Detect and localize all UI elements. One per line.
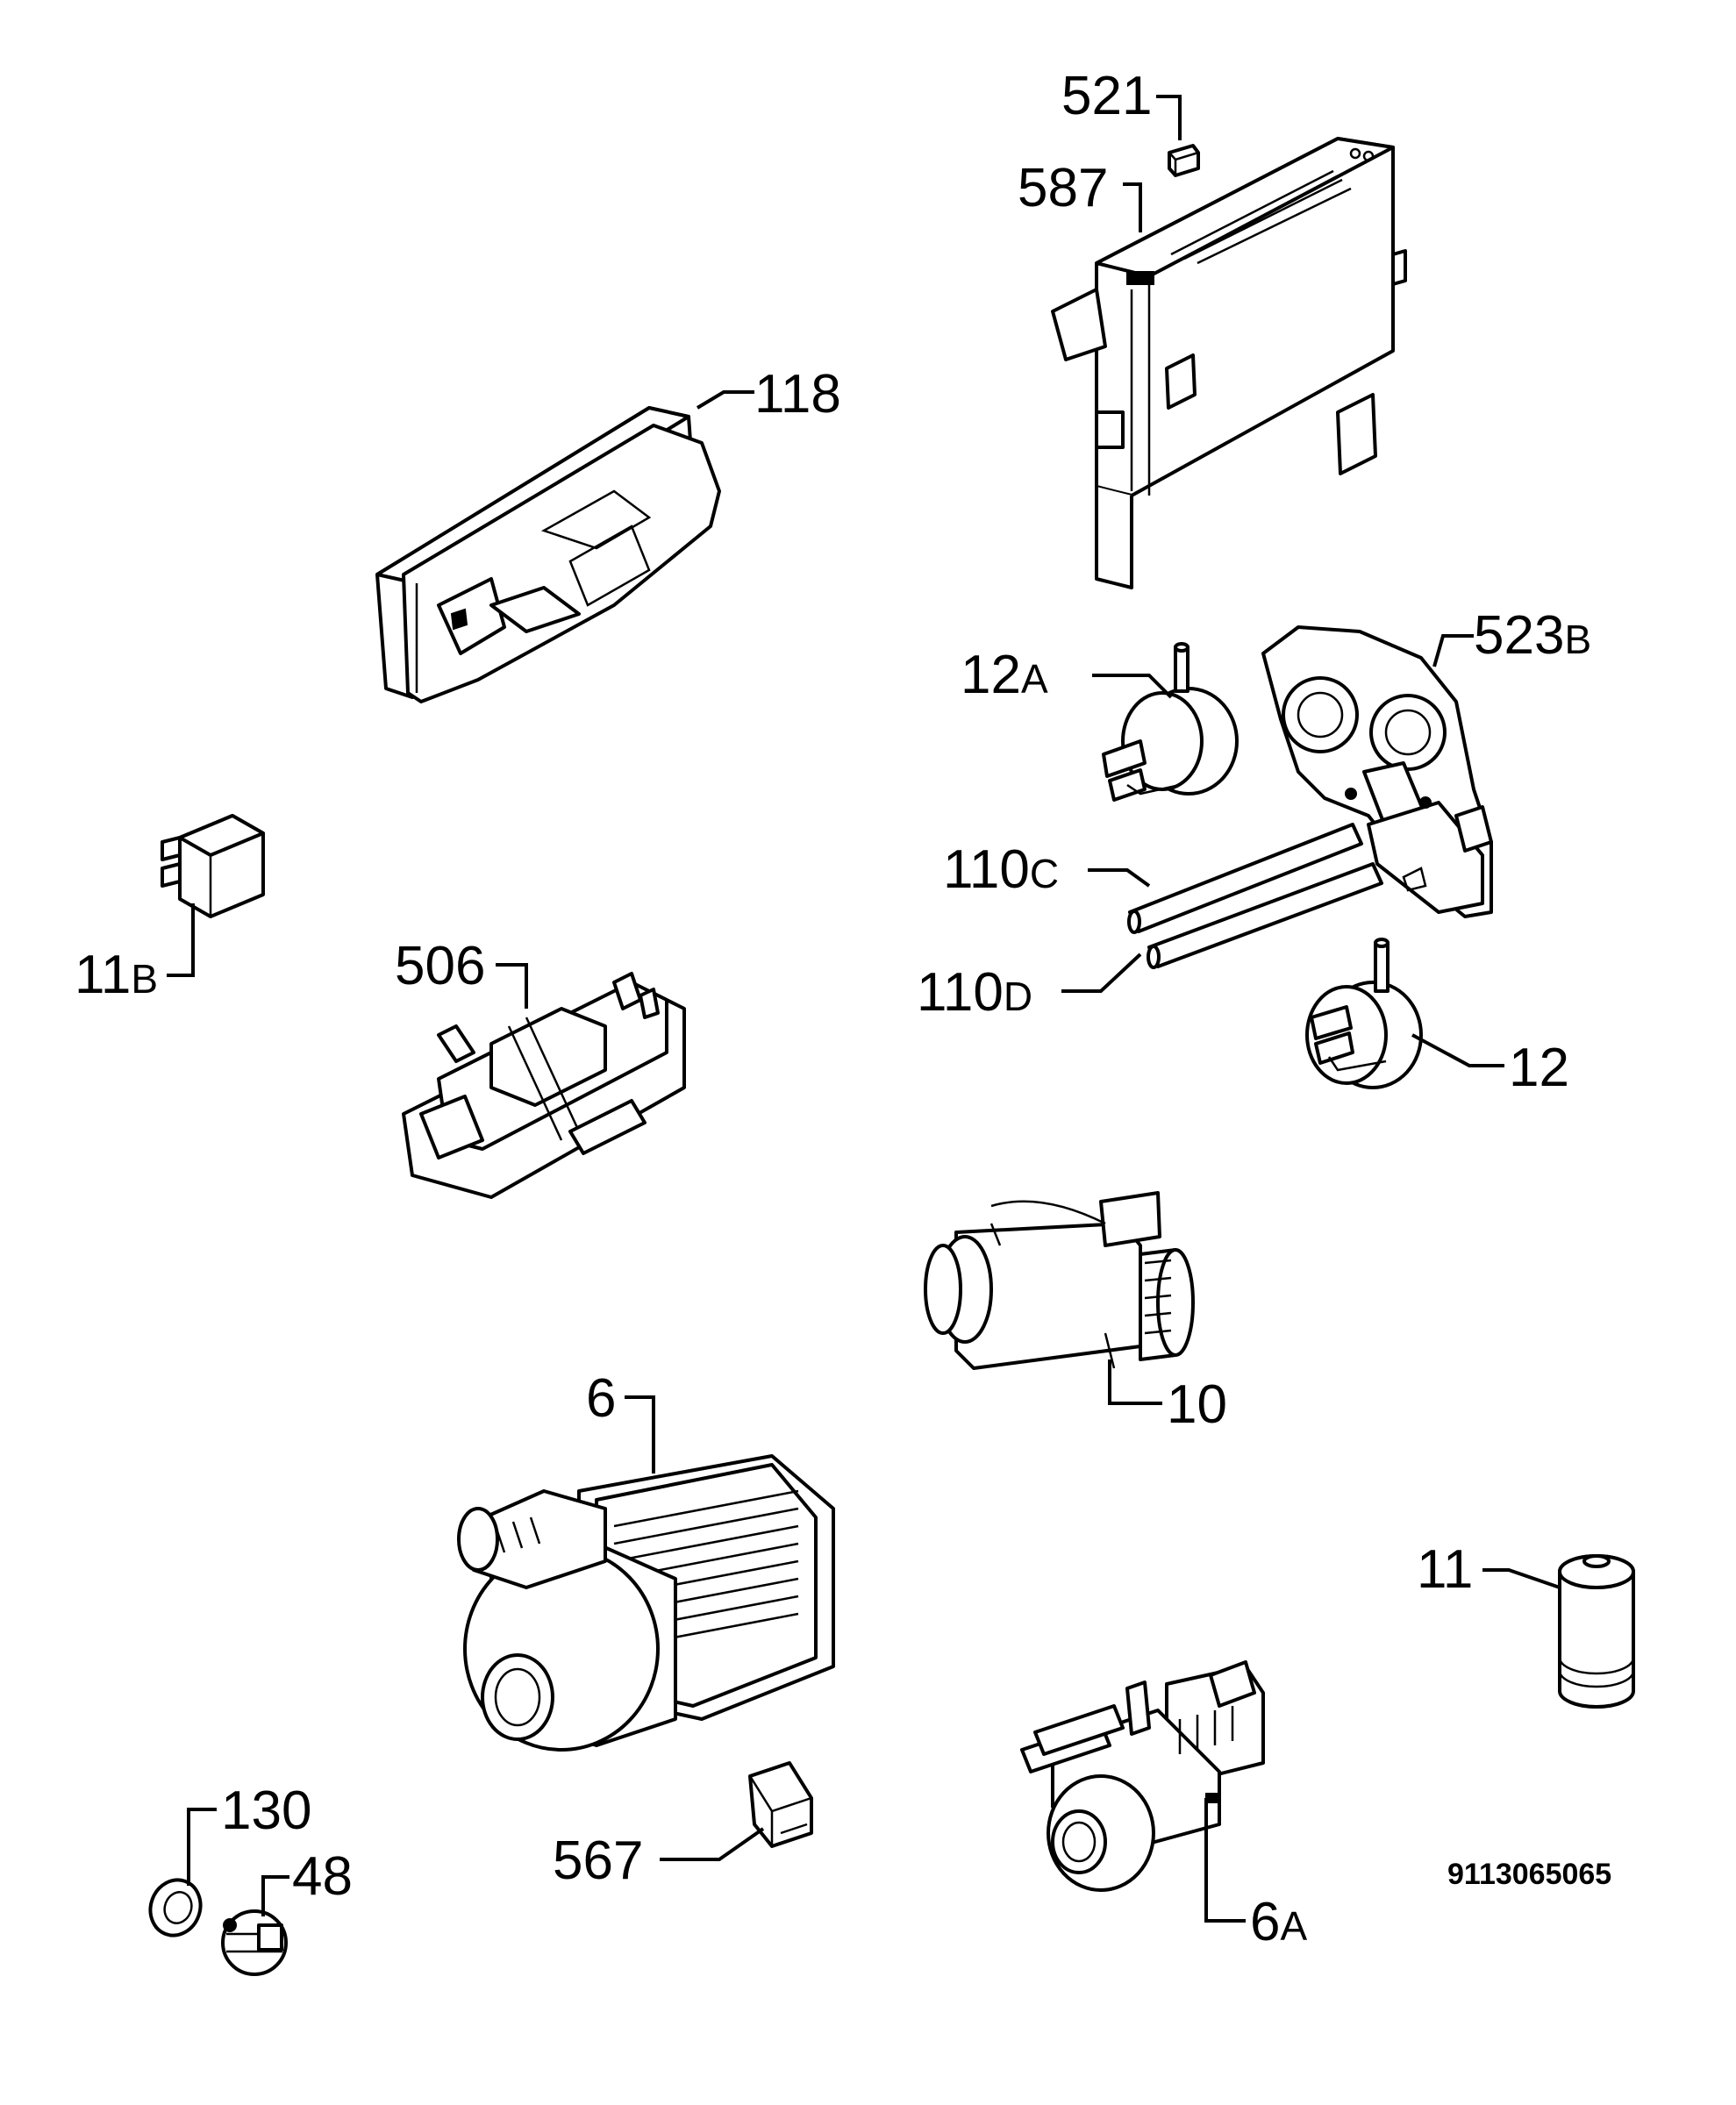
leader-130 bbox=[187, 1808, 217, 1886]
leader-6 bbox=[625, 1395, 655, 1474]
part-567-drawing bbox=[748, 1761, 813, 1848]
callout-130: 130 bbox=[221, 1780, 311, 1841]
part-11b-drawing bbox=[161, 814, 265, 918]
leader-523b bbox=[1432, 634, 1474, 667]
leader-48 bbox=[261, 1875, 289, 1916]
part-12-drawing bbox=[1305, 938, 1423, 1089]
callout-labels: 521 587 118 523B 12A 110C 110D 12 11B 50… bbox=[75, 66, 1611, 1952]
leader-6a bbox=[1204, 1798, 1246, 1923]
callout-110d: 110D bbox=[917, 962, 1032, 1023]
callout-12a: 12A bbox=[961, 645, 1048, 705]
part-587-drawing bbox=[1051, 137, 1407, 589]
leader-11 bbox=[1482, 1568, 1561, 1589]
callout-587: 587 bbox=[1018, 158, 1108, 218]
part-110c-drawing bbox=[1127, 823, 1363, 934]
callout-567: 567 bbox=[553, 1830, 643, 1891]
leader-567 bbox=[660, 1827, 765, 1861]
leader-110d bbox=[1061, 953, 1142, 993]
callout-6: 6 bbox=[586, 1368, 616, 1429]
part-506-drawing bbox=[402, 972, 686, 1199]
part-110d-drawing bbox=[1147, 862, 1383, 969]
callout-110c: 110C bbox=[943, 839, 1059, 900]
callout-11b: 11B bbox=[75, 945, 158, 1005]
leader-110c bbox=[1088, 868, 1151, 888]
part-521-drawing bbox=[1168, 144, 1200, 177]
callout-10: 10 bbox=[1167, 1374, 1227, 1435]
callout-48: 48 bbox=[292, 1846, 353, 1907]
leader-11b bbox=[167, 903, 195, 977]
callout-521: 521 bbox=[1061, 66, 1152, 126]
callout-12: 12 bbox=[1509, 1038, 1569, 1098]
callout-506: 506 bbox=[395, 936, 485, 996]
callout-118: 118 bbox=[754, 364, 841, 425]
part-11-drawing bbox=[1558, 1554, 1635, 1709]
part-12a-drawing bbox=[1102, 642, 1239, 802]
part-6-drawing bbox=[457, 1454, 835, 1752]
part-10-drawing bbox=[924, 1191, 1195, 1370]
part-118-drawing bbox=[375, 406, 721, 703]
callout-523b: 523B bbox=[1474, 605, 1591, 666]
leader-587 bbox=[1123, 182, 1142, 232]
leader-12 bbox=[1411, 1033, 1504, 1067]
part-6a-drawing bbox=[1020, 1660, 1265, 1892]
drawing-code: 9113065065 bbox=[1447, 1858, 1611, 1891]
callout-6a: 6A bbox=[1250, 1892, 1307, 1952]
leader-10 bbox=[1108, 1359, 1162, 1405]
leader-lines bbox=[167, 95, 1561, 1923]
leader-521 bbox=[1156, 95, 1182, 140]
leader-118 bbox=[696, 390, 754, 410]
part-523b-drawing bbox=[1261, 625, 1493, 918]
callout-11: 11 bbox=[1417, 1539, 1473, 1600]
part-130-drawing bbox=[148, 1878, 203, 1937]
leader-506 bbox=[496, 963, 528, 1009]
leader-12a bbox=[1092, 674, 1173, 699]
part-48-drawing bbox=[221, 1909, 288, 1976]
